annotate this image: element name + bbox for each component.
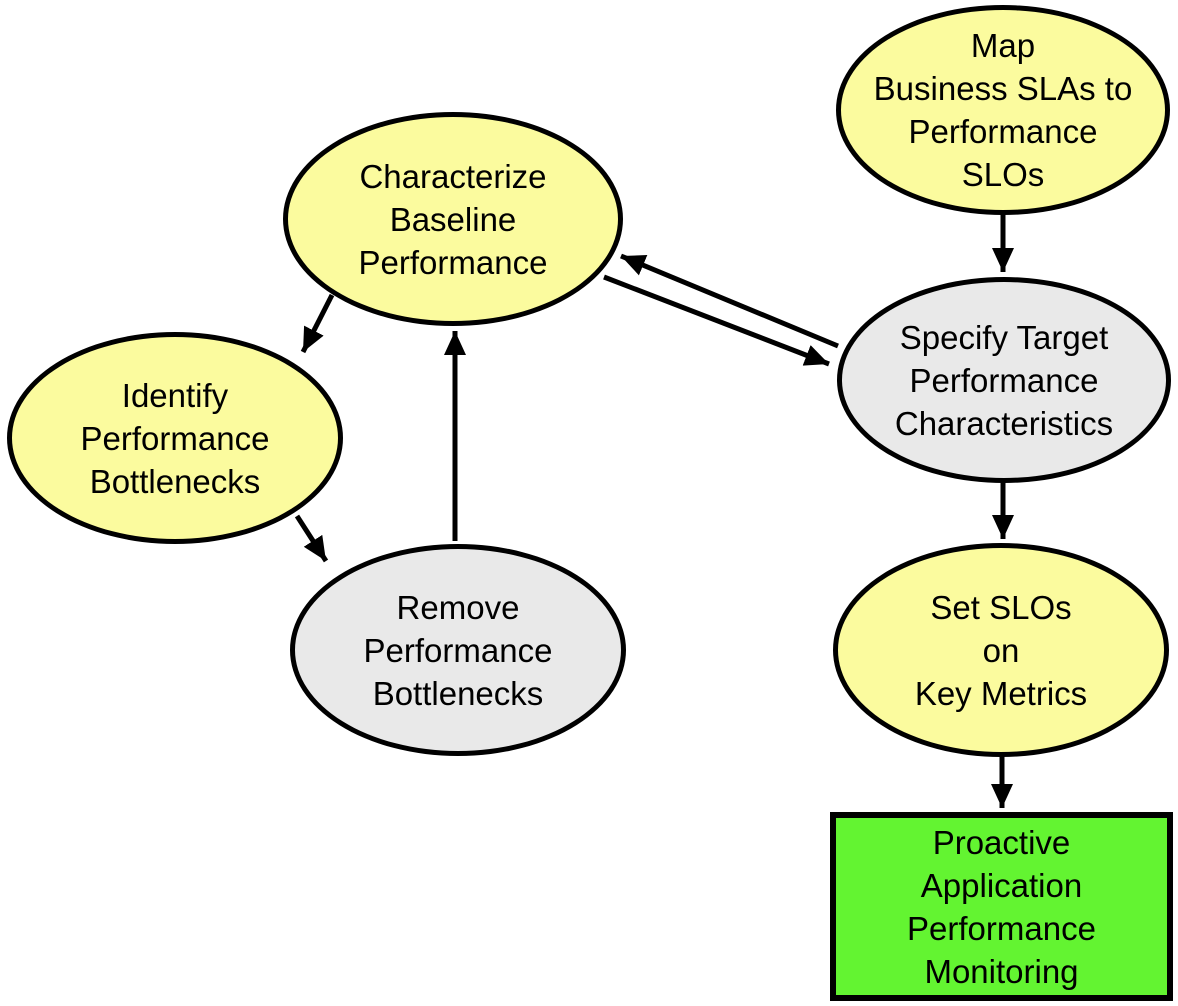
- edge-specify-to-characterize: [620, 253, 839, 349]
- edge-identify-to-remove: [294, 514, 329, 563]
- node-remove-bottlenecks: Remove Performance Bottlenecks: [290, 544, 626, 756]
- node-identify-bottlenecks: Identify Performance Bottlenecks: [7, 332, 343, 544]
- node-set-slos: Set SLOs on Key Metrics: [833, 543, 1169, 757]
- node-characterize-baseline: Characterize Baseline Performance: [283, 112, 623, 326]
- node-specify-target: Specify Target Performance Characteristi…: [837, 277, 1171, 483]
- node-proactive-monitoring: Proactive Application Performance Monito…: [830, 812, 1173, 1001]
- node-map-business-slas: Map Business SLAs to Performance SLOs: [836, 5, 1170, 215]
- edge-characterize-to-identify: [300, 293, 335, 354]
- edge-characterize-to-specify: [603, 274, 830, 367]
